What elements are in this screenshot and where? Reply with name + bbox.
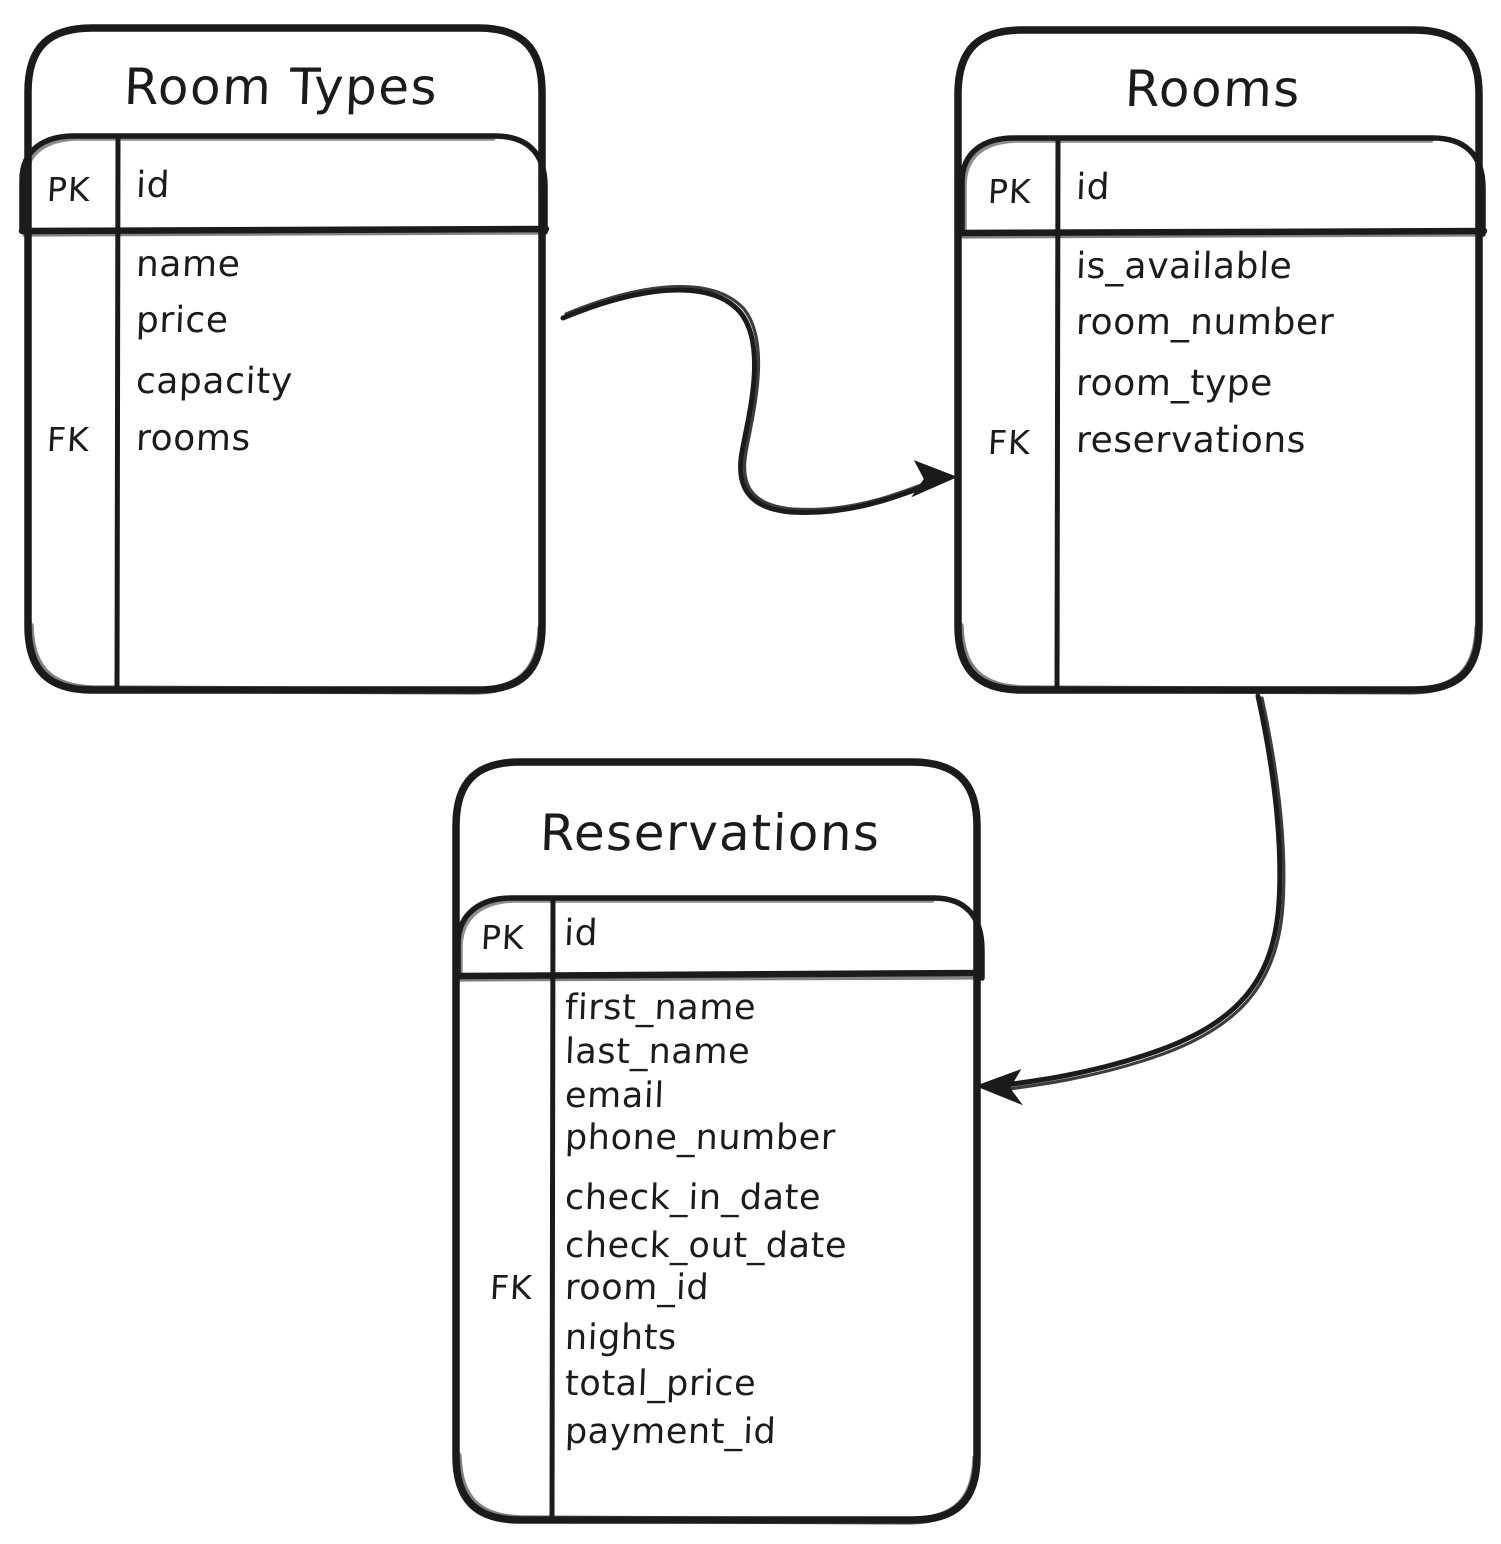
field-room-types-3: rooms (135, 418, 252, 459)
pk-tag-rooms: PK (986, 172, 1033, 211)
room-types-card-outline (24, 24, 546, 695)
pk-field-reservations: id (563, 913, 599, 954)
field-room-types-1: price (135, 300, 230, 341)
connector-rooms-to-reservations (975, 693, 1286, 1106)
reservations-header-rule (453, 969, 984, 982)
reservations-column-divider (549, 895, 556, 1523)
field-reservations-9: payment_id (564, 1412, 778, 1452)
field-reservations-2: email (564, 1076, 666, 1116)
fk-tag-room-types: FK (45, 420, 91, 459)
entity-title-rooms: Rooms (1123, 60, 1302, 118)
field-rooms-0: is_available (1075, 246, 1294, 287)
rooms-inner-outline (959, 135, 1486, 237)
pk-tag-room-types: PK (45, 170, 92, 209)
arrow-head-reservations (975, 1069, 1023, 1106)
reservations-inner-outline (455, 895, 985, 981)
room-types-header-rule (18, 225, 550, 237)
field-room-types-0: name (135, 244, 242, 285)
pk-tag-reservations: PK (479, 918, 526, 957)
field-reservations-3: phone_number (564, 1118, 837, 1158)
fk-tag-rooms: FK (986, 423, 1032, 462)
field-reservations-1: last_name (564, 1032, 751, 1072)
pk-field-rooms: id (1075, 167, 1111, 208)
connector-room-types-to-rooms (560, 284, 958, 516)
field-reservations-4: check_in_date (564, 1178, 822, 1218)
pk-field-room-types: id (135, 165, 171, 206)
field-reservations-7: nights (564, 1318, 678, 1358)
field-reservations-8: total_price (564, 1364, 757, 1404)
entity-title-room-types: Room Types (122, 58, 440, 116)
room-types-inner-outline (19, 133, 548, 235)
entity-title-reservations: Reservations (538, 804, 882, 862)
field-rooms-2: room_type (1075, 363, 1274, 404)
rooms-column-divider (1054, 135, 1061, 693)
field-reservations-0: first_name (564, 988, 757, 1028)
field-rooms-3: reservations (1075, 420, 1307, 461)
rooms-header-rule (957, 227, 1488, 239)
field-rooms-1: room_number (1075, 302, 1335, 343)
rooms-card-outline (954, 26, 1483, 695)
room-types-column-divider (114, 133, 121, 693)
fk-tag-reservations: FK (488, 1268, 534, 1307)
field-room-types-2: capacity (135, 361, 294, 402)
arrow-head-rooms (911, 460, 958, 498)
field-reservations-6: room_id (564, 1268, 710, 1308)
field-reservations-5: check_out_date (564, 1226, 848, 1266)
